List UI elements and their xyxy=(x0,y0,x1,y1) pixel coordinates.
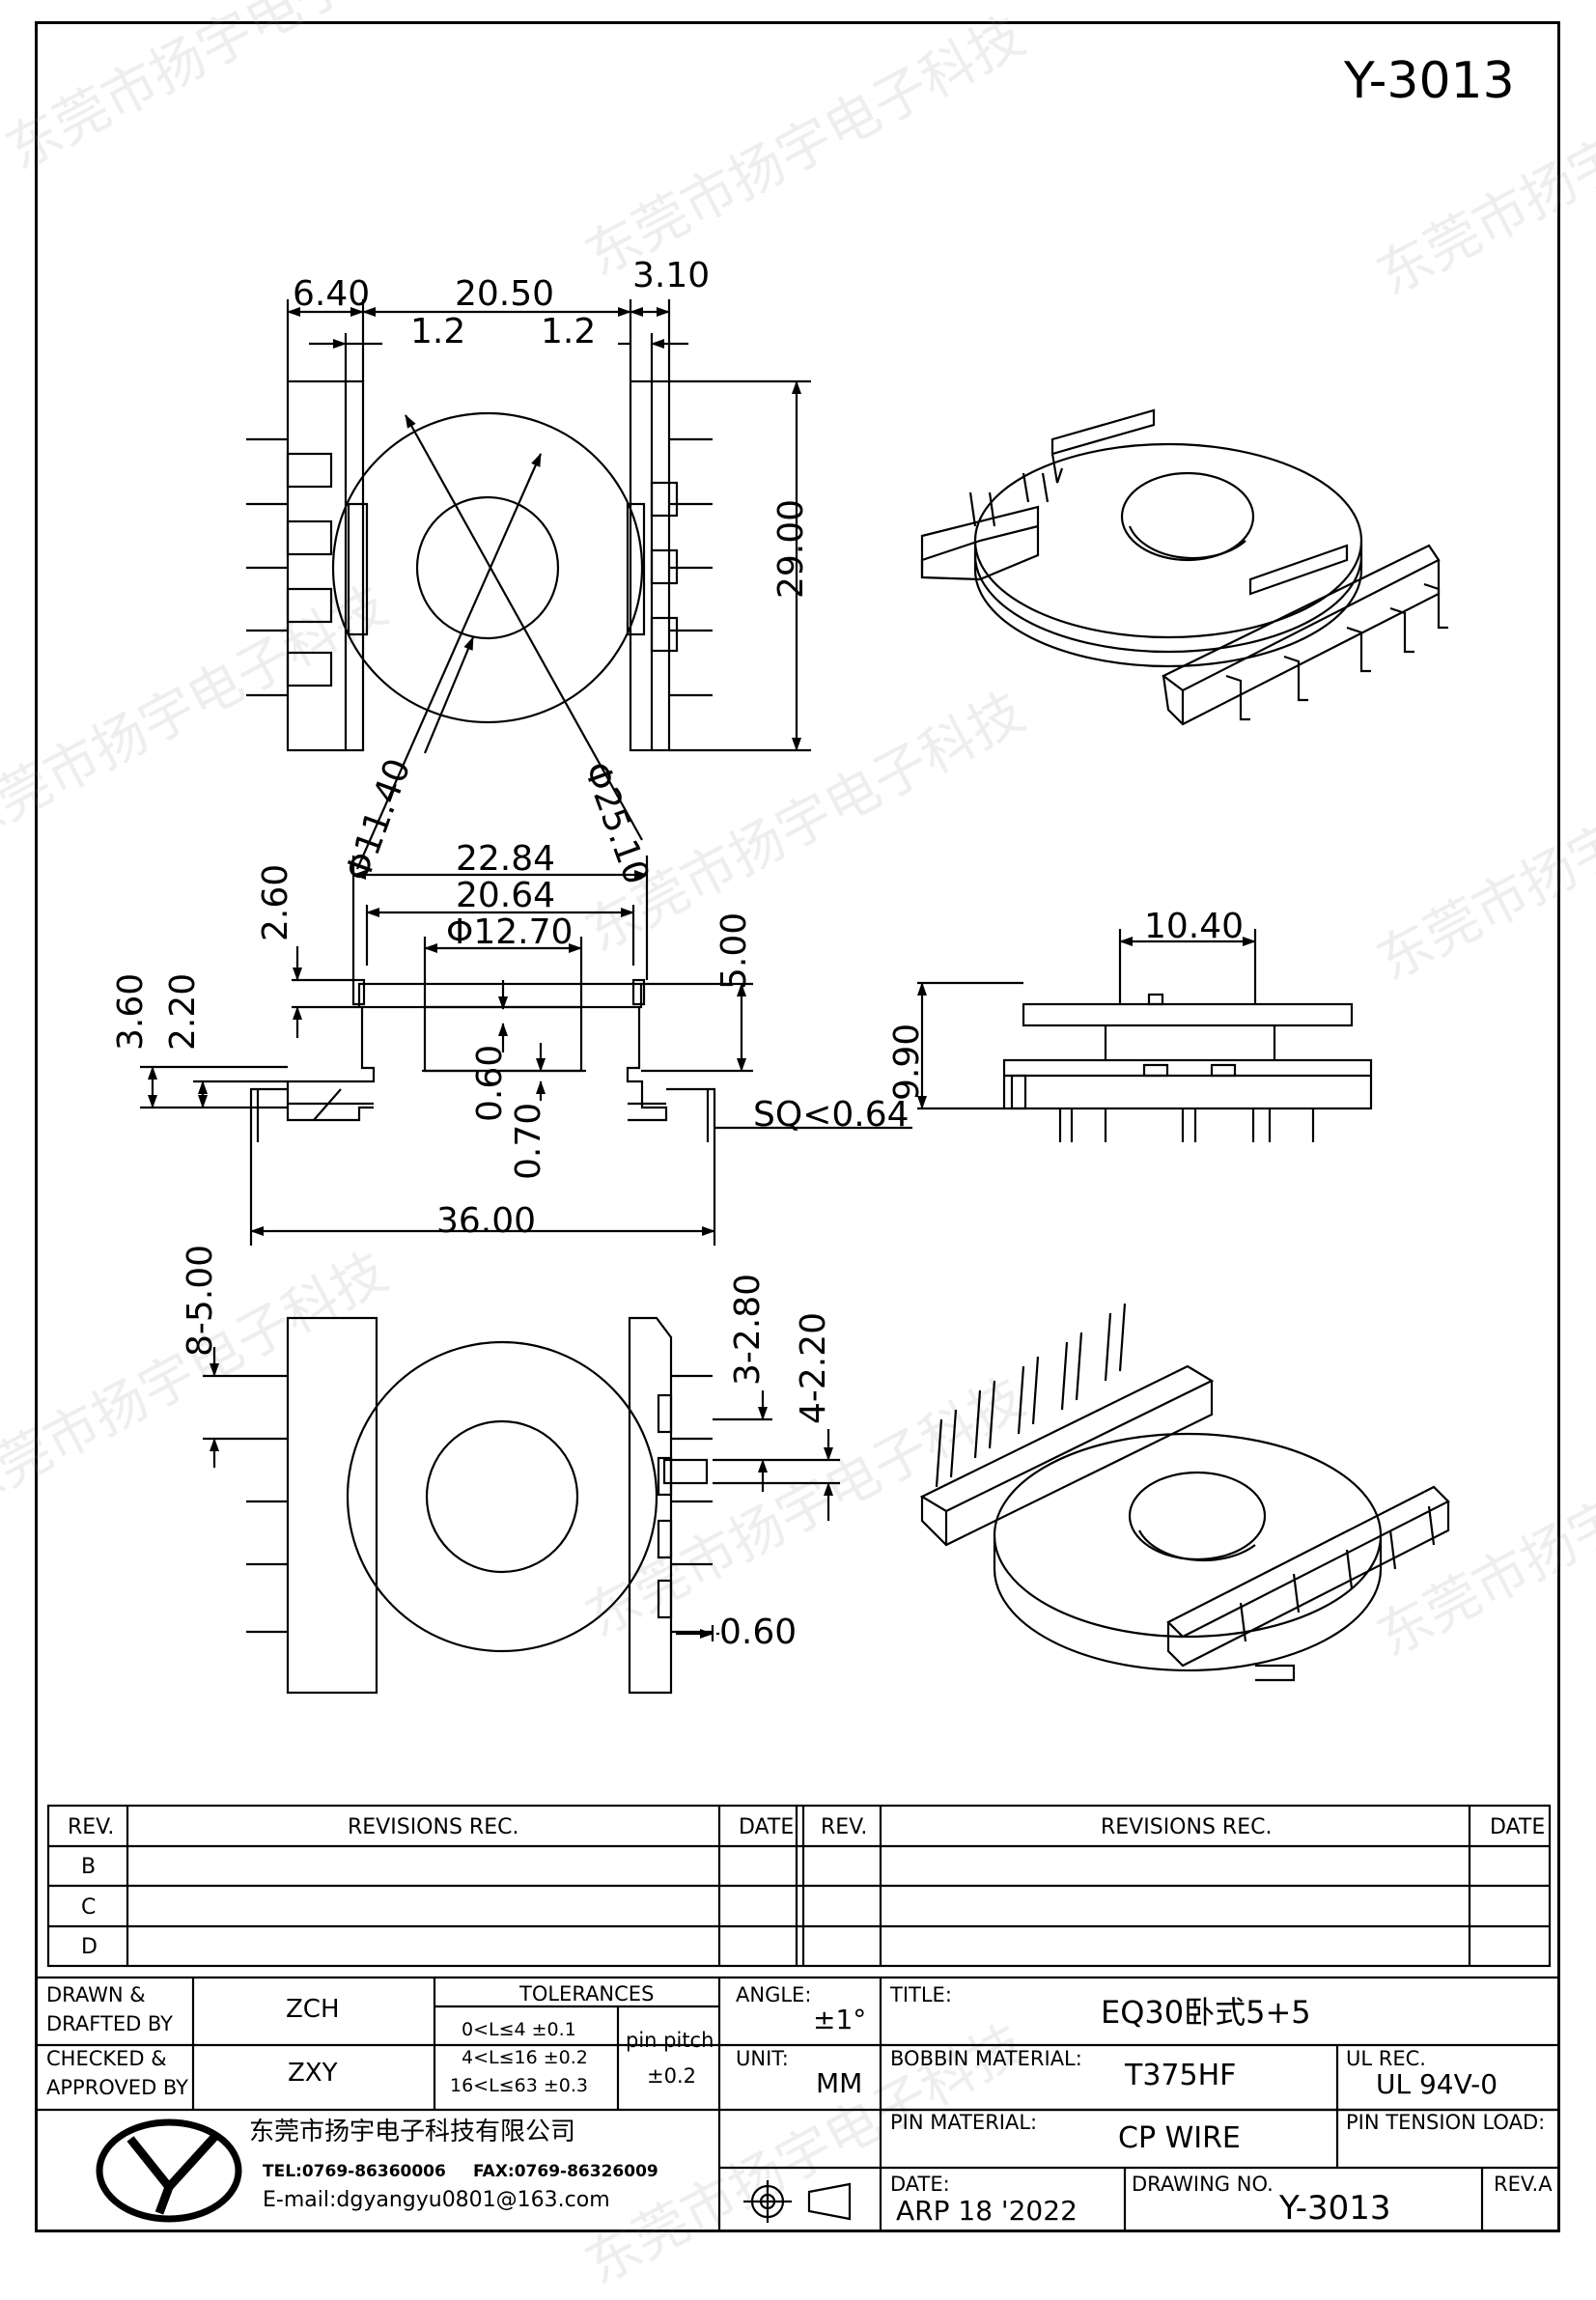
dim-N: 0.60 xyxy=(470,1044,510,1122)
rev-row-c: C xyxy=(81,1895,97,1920)
title-block-lines xyxy=(35,1976,1560,2232)
pin-tension-load-label: PIN TENSION LOAD: xyxy=(1346,2111,1546,2134)
pin-material-value: CP WIRE xyxy=(1118,2121,1241,2155)
dim-Q: SQ<0.64 xyxy=(753,1095,910,1135)
unit-value: MM xyxy=(816,2067,863,2099)
rev-row-b: B xyxy=(81,1855,97,1879)
revisions-header-right: REVISIONS REC. xyxy=(1101,1815,1273,1839)
dim-I: 20.64 xyxy=(456,876,556,915)
rev-header-right: REV. xyxy=(821,1815,868,1839)
dim-J: Φ12.70 xyxy=(446,912,574,952)
dim-B: 20.50 xyxy=(455,274,555,314)
dim-L: 3.60 xyxy=(111,972,151,1051)
company-name: 东莞市扬宇电子科技有限公司 xyxy=(249,2118,576,2146)
tolerance-2: 4<L≤16 ±0.2 xyxy=(462,2047,588,2068)
top-view xyxy=(246,299,811,870)
bobbin-material-value: T375HF xyxy=(1125,2059,1237,2092)
dim-D: 1.2 xyxy=(410,312,466,351)
dim-V: 4-2.20 xyxy=(794,1311,833,1424)
tolerance-3: 16<L≤63 ±0.3 xyxy=(450,2075,588,2096)
drawn-label-1: DRAWN & xyxy=(46,1983,146,2006)
dim-F: 29.00 xyxy=(771,498,811,599)
bottom-view xyxy=(203,1316,840,1695)
tolerances-label: TOLERANCES xyxy=(519,1982,655,2005)
angle-label: ANGLE: xyxy=(736,1983,812,2006)
revision-letter: REV.A xyxy=(1494,2173,1553,2196)
title-value: EQ30卧式5+5 xyxy=(1101,1994,1311,2031)
company-tel: TEL:0769-86360006 xyxy=(263,2162,446,2181)
ul-rec-value: UL 94V-0 xyxy=(1376,2068,1498,2100)
company-email: E-mail:dgyangyu0801@163.com xyxy=(263,2188,610,2212)
dim-A: 6.40 xyxy=(293,274,371,314)
checked-value: ZXY xyxy=(288,2059,338,2088)
dim-R: 9.90 xyxy=(887,1023,927,1101)
isometric-view-top xyxy=(920,408,1448,726)
revision-table-lines xyxy=(46,1804,1552,1968)
unit-label: UNIT: xyxy=(736,2047,789,2070)
dim-Y: 36.00 xyxy=(436,1201,537,1241)
dim-E: 1.2 xyxy=(541,312,597,351)
revisions-header-left: REVISIONS REC. xyxy=(348,1815,519,1839)
side-view xyxy=(917,929,1373,1142)
drawing-no-label: DRAWING NO. xyxy=(1132,2173,1274,2196)
date-label: DATE: xyxy=(890,2173,950,2196)
rev-header-left: REV. xyxy=(68,1815,115,1839)
drawn-value: ZCH xyxy=(286,1995,340,2024)
dim-W: 0.60 xyxy=(719,1613,798,1652)
dim-C: 3.10 xyxy=(632,256,711,295)
dim-M: 2.20 xyxy=(163,972,203,1051)
pin-pitch-label: pin pitch xyxy=(626,2029,714,2052)
date-header-left: DATE xyxy=(739,1815,795,1839)
dim-T: 8-5.00 xyxy=(181,1244,220,1357)
drawing-id-top: Y-3013 xyxy=(1344,52,1515,110)
dim-K: 2.60 xyxy=(256,863,295,941)
angle-value: ±1° xyxy=(813,2004,867,2035)
checked-label-1: CHECKED & xyxy=(46,2047,167,2070)
company-fax: FAX:0769-86326009 xyxy=(473,2162,658,2181)
date-header-right: DATE xyxy=(1490,1815,1546,1839)
pin-pitch-value: ±0.2 xyxy=(647,2064,696,2088)
isometric-view-bottom xyxy=(919,1303,1450,1682)
drawing-frame xyxy=(35,21,1560,2232)
dim-S: 10.40 xyxy=(1144,907,1245,946)
front-view xyxy=(140,855,912,1246)
rev-row-d: D xyxy=(81,1935,98,1959)
pin-material-label: PIN MATERIAL: xyxy=(890,2111,1038,2134)
tolerance-1: 0<L≤4 ±0.1 xyxy=(462,2019,576,2040)
bobbin-material-label: BOBBIN MATERIAL: xyxy=(890,2047,1082,2070)
checked-label-2: APPROVED BY xyxy=(46,2076,189,2099)
dim-H: 22.84 xyxy=(456,839,556,879)
dim-O: 0.70 xyxy=(509,1102,548,1180)
drawn-label-2: DRAFTED BY xyxy=(46,2012,174,2035)
dim-P: 5.00 xyxy=(714,912,754,990)
drawing-no-value: Y-3013 xyxy=(1279,2189,1391,2228)
date-value: ARP 18 '2022 xyxy=(896,2195,1078,2227)
title-label: TITLE: xyxy=(890,1983,952,2006)
ul-rec-label: UL REC. xyxy=(1346,2047,1426,2070)
dim-U: 3-2.80 xyxy=(728,1273,768,1386)
